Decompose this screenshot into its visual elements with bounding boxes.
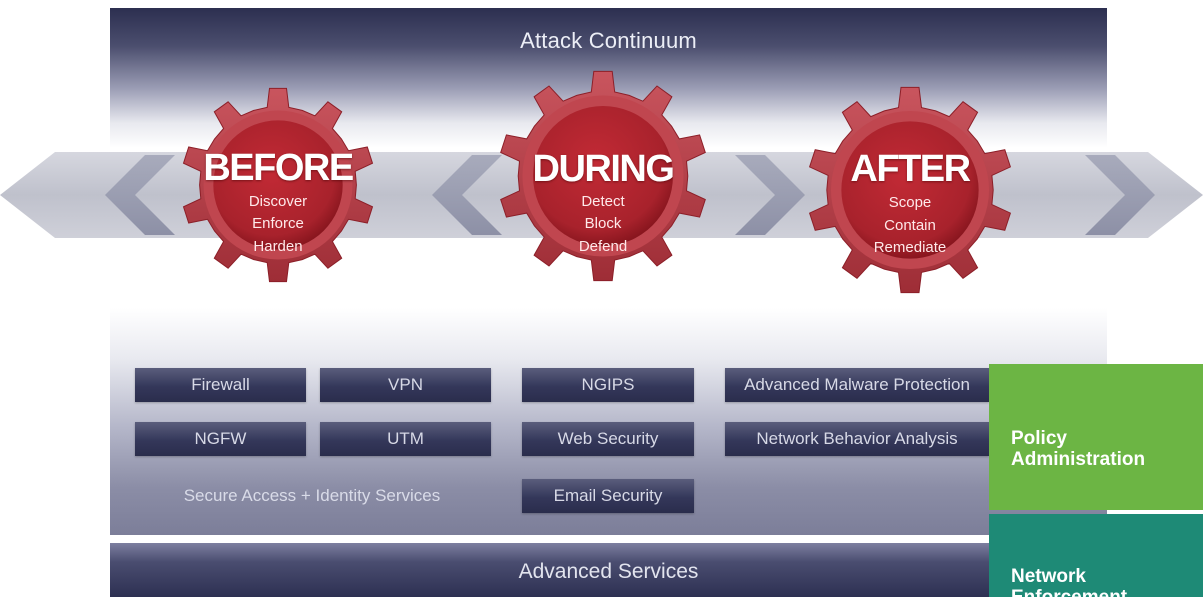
phase-title-during: DURING <box>532 148 675 190</box>
phase-title-after: AFTER <box>850 148 971 190</box>
solution-nba: Network Behavior Analysis <box>725 422 989 456</box>
continuum-title: Attack Continuum <box>520 28 697 53</box>
advanced-services-bar <box>110 543 1107 597</box>
solution-firewall: Firewall <box>135 368 306 402</box>
gear-after-icon <box>808 86 1012 294</box>
gear-during: DURING Detect Block Defend <box>497 70 709 282</box>
solution-ngips: NGIPS <box>522 368 694 402</box>
gear-core <box>213 120 343 250</box>
mid-chevron-2 <box>735 155 805 235</box>
solution-amp: Advanced Malware Protection <box>725 368 989 402</box>
left-chevron <box>105 155 175 235</box>
phase-item-remediate: Remediate <box>873 239 947 256</box>
solution-vpn: VPN <box>320 368 491 402</box>
phase-item-discover: Discover <box>248 193 308 210</box>
phase-item-defend: Defend <box>578 238 628 255</box>
gear-before-icon <box>182 87 374 283</box>
advanced-services-label: Advanced Services <box>518 560 699 583</box>
policy-administration-box: Policy Administration <box>989 364 1203 510</box>
gear-core <box>533 106 673 246</box>
phase-item-enforce: Enforce <box>252 215 304 232</box>
solution-utm: UTM <box>320 422 491 456</box>
phase-item-scope: Scope <box>888 194 932 211</box>
solution-secure-access: Secure Access + Identity Services <box>183 486 441 505</box>
phase-title-before: BEFORE <box>203 147 354 189</box>
policy-administration-label: Policy Administration <box>1011 428 1146 470</box>
phase-item-detect: Detect <box>581 193 625 210</box>
solution-web-security: Web Security <box>522 422 694 456</box>
right-chevron <box>1085 155 1155 235</box>
network-enforcement-box: Network Enforcement <box>989 514 1203 608</box>
phase-item-block: Block <box>584 215 622 232</box>
gear-before: BEFORE Discover Enforce Harden <box>180 87 376 283</box>
solution-email-security: Email Security <box>522 479 694 513</box>
solution-ngfw: NGFW <box>135 422 306 456</box>
phase-item-contain: Contain <box>884 217 936 234</box>
gear-during-icon <box>500 70 706 282</box>
network-enforcement-label: Network Enforcement <box>1011 566 1128 608</box>
gear-after: AFTER Scope Contain Remediate <box>806 86 1014 294</box>
phase-item-harden: Harden <box>253 238 303 255</box>
gear-core <box>841 121 979 259</box>
mid-chevron-1 <box>432 155 502 235</box>
